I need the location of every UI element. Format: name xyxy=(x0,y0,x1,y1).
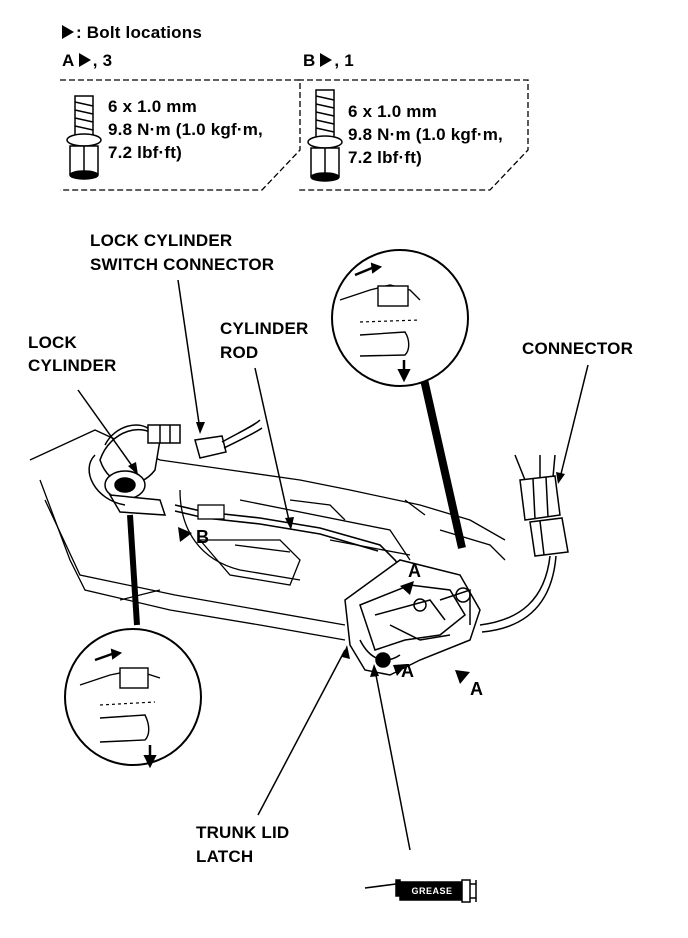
label-lock-cylinder-switch-connector-line1: LOCK CYLINDER xyxy=(90,231,233,250)
label-cylinder-rod-line2: ROD xyxy=(220,343,259,362)
bolt-legend-title: : Bolt locations xyxy=(62,22,202,43)
triangle-marker-icon xyxy=(62,25,74,39)
marker-a-2: A xyxy=(401,661,415,681)
trunk-body-panel xyxy=(29,429,506,641)
label-trunk-lid-latch-line1: TRUNK LID xyxy=(196,823,290,842)
marker-b: B xyxy=(196,527,210,547)
label-lock-cylinder-switch-connector-line2: SWITCH CONNECTOR xyxy=(90,255,275,274)
connector-part xyxy=(479,454,569,633)
triangle-marker-icon xyxy=(78,53,91,67)
label-connector: CONNECTOR xyxy=(522,339,634,358)
bolt-icon-a xyxy=(66,95,102,180)
cylinder-rod xyxy=(174,504,411,581)
bolt-spec-box-a xyxy=(60,79,301,191)
detail-pointer-lines xyxy=(127,374,466,626)
bolt-marker-arrows xyxy=(178,527,470,684)
bolt-b-count: , 1 xyxy=(334,51,354,70)
lock-cylinder-part xyxy=(88,429,167,516)
bolt-b-torque: 9.8 N·m (1.0 kgf·m, xyxy=(348,125,503,144)
bolt-b-size: 6 x 1.0 mm xyxy=(348,102,437,121)
bolt-a-torque-imperial: 7.2 lbf·ft) xyxy=(108,143,182,162)
bolt-a-count: , 3 xyxy=(92,51,113,70)
leader-lines xyxy=(77,279,589,851)
label-cylinder-rod-line1: CYLINDER xyxy=(220,319,309,338)
bolt-a-size: 6 x 1.0 mm xyxy=(108,97,197,116)
bolt-b-letter: B xyxy=(303,51,316,70)
bolt-b-torque-imperial: 7.2 lbf·ft) xyxy=(348,148,422,167)
label-trunk-lid-latch-line2: LATCH xyxy=(196,847,254,866)
marker-a-1: A xyxy=(408,561,422,581)
label-lock-cylinder-line1: LOCK xyxy=(28,333,77,352)
bolt-a-letter: A xyxy=(62,51,74,70)
bolt-b-ref: B , 1 xyxy=(303,50,354,71)
detail-circle-upper xyxy=(331,249,469,387)
bolt-legend-title-text: : Bolt locations xyxy=(76,23,202,42)
trunk-latch-part xyxy=(344,559,481,676)
detail-circle-lower xyxy=(64,628,202,769)
grease-label: GREASE xyxy=(411,886,453,896)
bolt-spec-box-b xyxy=(298,79,529,191)
leader-arrowheads xyxy=(128,422,565,677)
grease-tube-icon xyxy=(364,879,477,903)
marker-a-3: A xyxy=(470,679,484,699)
label-lock-cylinder-line2: CYLINDER xyxy=(28,356,117,375)
bolt-a-torque: 9.8 N·m (1.0 kgf·m, xyxy=(108,120,263,139)
switch-connector-part xyxy=(194,419,263,459)
lock-cylinder-harness xyxy=(104,424,181,446)
bolt-a-ref: A , 3 xyxy=(62,50,112,71)
triangle-marker-icon xyxy=(320,53,333,67)
bolt-icon-b xyxy=(307,89,343,182)
